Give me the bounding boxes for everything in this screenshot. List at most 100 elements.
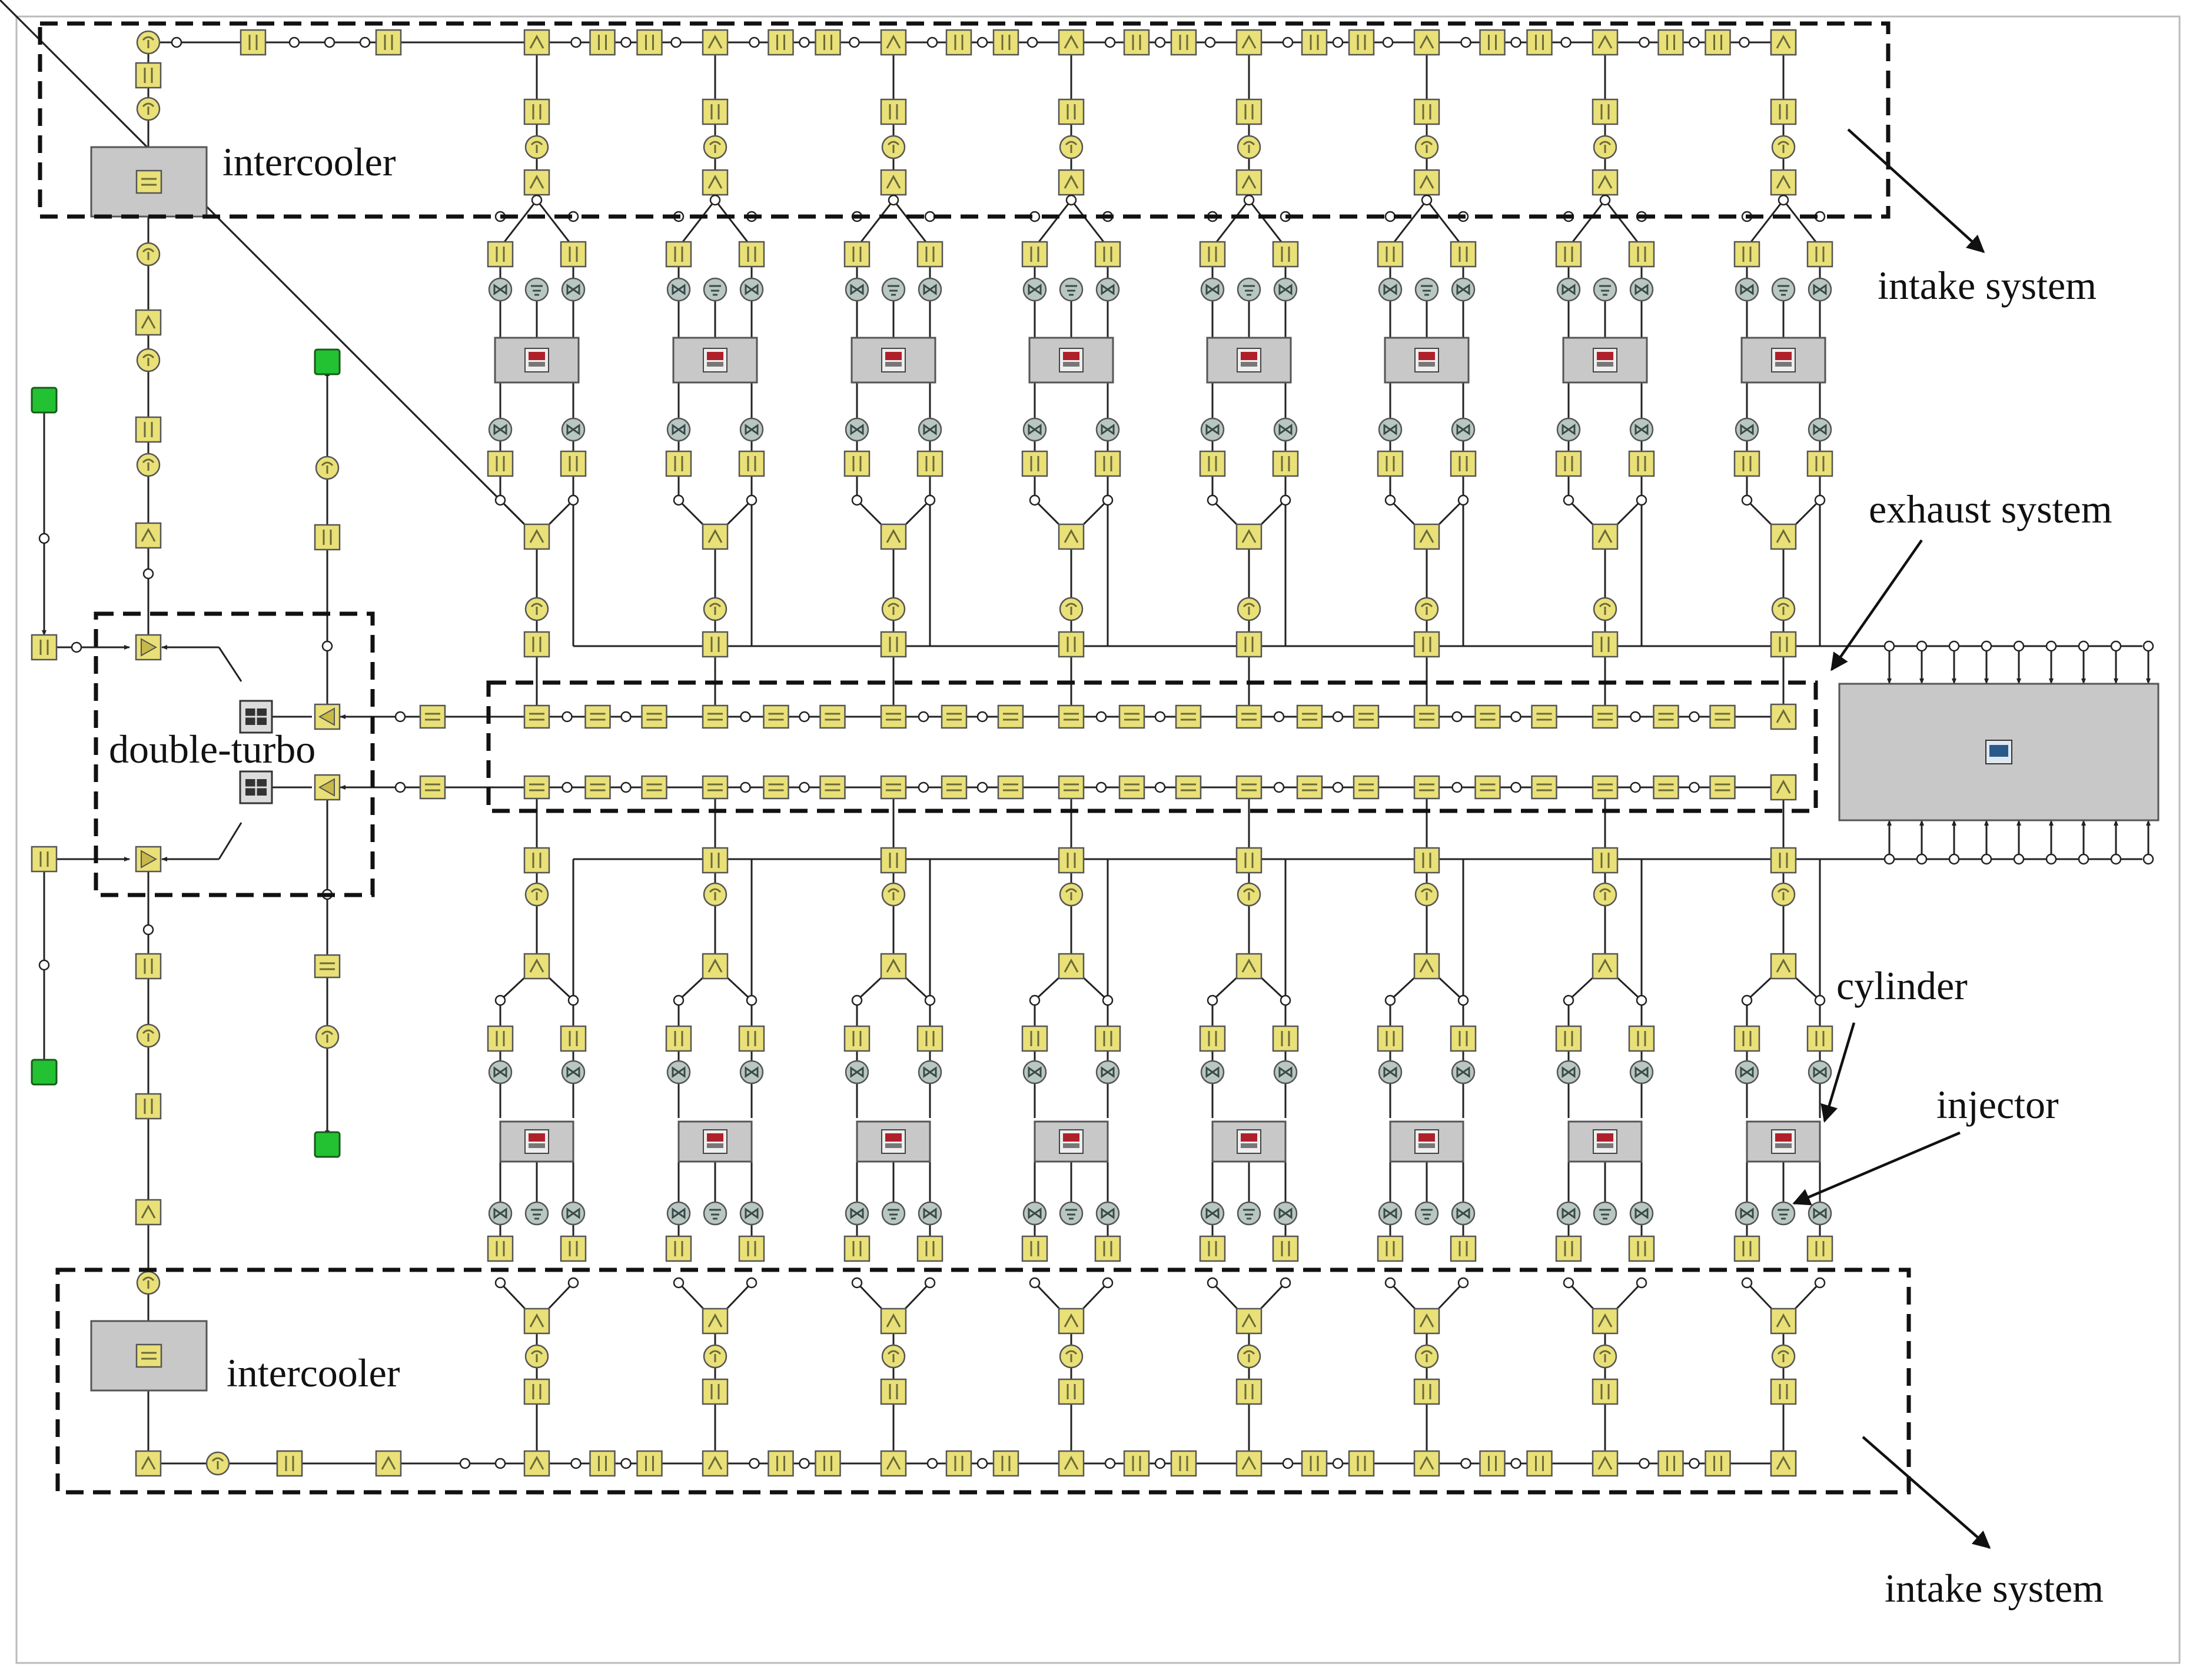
pipe-component[interactable] bbox=[314, 524, 341, 551]
pipe-component[interactable] bbox=[1413, 847, 1440, 874]
pipe-component[interactable] bbox=[1353, 775, 1380, 800]
pipe-component[interactable] bbox=[768, 1450, 794, 1477]
valve-component[interactable] bbox=[1378, 277, 1403, 302]
exhaust-manifold-segment[interactable] bbox=[880, 775, 907, 800]
injector-icon[interactable] bbox=[881, 1201, 906, 1226]
injector-icon[interactable] bbox=[1237, 1201, 1261, 1226]
orifice-component[interactable] bbox=[1059, 597, 1084, 621]
pipe-component[interactable] bbox=[1296, 775, 1323, 800]
pipe-component[interactable] bbox=[1628, 241, 1655, 268]
pipe-component[interactable] bbox=[1058, 1378, 1085, 1405]
pipe-component[interactable] bbox=[843, 1235, 871, 1262]
valve-component[interactable] bbox=[666, 417, 691, 442]
pipe-component[interactable] bbox=[1474, 704, 1501, 729]
valve-component[interactable] bbox=[1378, 1201, 1403, 1226]
valve-component[interactable] bbox=[1808, 417, 1832, 442]
cylinder-component[interactable] bbox=[1034, 1120, 1109, 1163]
pipe-component[interactable] bbox=[763, 775, 789, 800]
valve-component[interactable] bbox=[1095, 1060, 1120, 1084]
pipe-component[interactable] bbox=[1479, 1450, 1506, 1477]
pipe-component[interactable] bbox=[1770, 1378, 1797, 1405]
orifice-component[interactable] bbox=[524, 1344, 549, 1369]
valve-component[interactable] bbox=[1629, 277, 1654, 302]
orifice-component[interactable] bbox=[1771, 135, 1796, 159]
turbine-component[interactable] bbox=[135, 846, 162, 873]
pipe-component[interactable] bbox=[1526, 1450, 1553, 1477]
pipe-component[interactable] bbox=[1301, 29, 1328, 56]
pipe-component[interactable] bbox=[1653, 775, 1679, 800]
pipe-component[interactable] bbox=[1555, 1235, 1582, 1262]
exhaust-junction[interactable] bbox=[1413, 953, 1440, 980]
exhaust-manifold-segment[interactable] bbox=[523, 775, 550, 800]
exhaust-junction[interactable] bbox=[1770, 953, 1797, 980]
pipe-component[interactable] bbox=[1021, 241, 1048, 268]
turbine-component[interactable] bbox=[135, 634, 162, 661]
pipe-component[interactable] bbox=[815, 29, 841, 56]
flowsplit-component[interactable] bbox=[1592, 169, 1619, 196]
intake-runner-split[interactable] bbox=[1058, 1308, 1085, 1335]
flowsplit-component[interactable] bbox=[1235, 169, 1263, 196]
pipe-component[interactable] bbox=[523, 98, 550, 125]
valve-component[interactable] bbox=[918, 1060, 942, 1084]
pipe-component[interactable] bbox=[523, 847, 550, 874]
pipe-component[interactable] bbox=[31, 846, 58, 873]
pipe-component[interactable] bbox=[768, 29, 794, 56]
valve-component[interactable] bbox=[918, 277, 942, 302]
orifice-component[interactable] bbox=[1414, 135, 1439, 159]
pipe-component[interactable] bbox=[1657, 29, 1684, 56]
cylinder-component[interactable] bbox=[494, 337, 580, 384]
pipe-component[interactable] bbox=[1118, 704, 1145, 729]
exhaust-junction[interactable] bbox=[1592, 953, 1619, 980]
injector-icon[interactable] bbox=[1771, 1201, 1796, 1226]
exhaust-junction[interactable] bbox=[523, 523, 550, 550]
valve-component[interactable] bbox=[1451, 1201, 1476, 1226]
pipe-component[interactable] bbox=[589, 1450, 616, 1477]
cylinder-component[interactable] bbox=[1384, 337, 1470, 384]
intake-plenum-split[interactable] bbox=[1058, 29, 1085, 56]
pipe-component[interactable] bbox=[1235, 847, 1263, 874]
valve-component[interactable] bbox=[1629, 1201, 1654, 1226]
exhaust-manifold-segment[interactable] bbox=[702, 775, 729, 800]
cylinder-component[interactable] bbox=[1567, 1120, 1643, 1163]
pipe-component[interactable] bbox=[1021, 1235, 1048, 1262]
intercooler-core-icon[interactable] bbox=[135, 1343, 162, 1368]
pipe-component[interactable] bbox=[1531, 704, 1557, 729]
pipe-component[interactable] bbox=[1348, 1450, 1375, 1477]
orifice-component[interactable] bbox=[1593, 1344, 1617, 1369]
orifice-component[interactable] bbox=[1414, 1344, 1439, 1369]
pipe-component[interactable] bbox=[1526, 29, 1553, 56]
pipe-component[interactable] bbox=[992, 1450, 1019, 1477]
pipe-component[interactable] bbox=[636, 29, 663, 56]
orifice-component[interactable] bbox=[1771, 597, 1796, 621]
pipe-component[interactable] bbox=[589, 29, 616, 56]
turbo-shaft-component[interactable] bbox=[239, 770, 273, 804]
pipe-component[interactable] bbox=[665, 450, 692, 477]
pipe-component[interactable] bbox=[1353, 704, 1380, 729]
intake-plenum-split[interactable] bbox=[1592, 29, 1619, 56]
pipe-component[interactable] bbox=[702, 98, 729, 125]
valve-component[interactable] bbox=[1022, 417, 1047, 442]
intake-plenum-split[interactable] bbox=[523, 29, 550, 56]
pipe-component[interactable] bbox=[665, 1235, 692, 1262]
exhaust-junction[interactable] bbox=[880, 523, 907, 550]
exhaust-junction[interactable] bbox=[1058, 953, 1085, 980]
pipe-component[interactable] bbox=[1175, 704, 1202, 729]
injector-icon[interactable] bbox=[881, 277, 906, 302]
exhaust-junction[interactable] bbox=[1058, 523, 1085, 550]
orifice-component[interactable] bbox=[703, 882, 727, 907]
flowsplit-component[interactable] bbox=[1413, 169, 1440, 196]
pipe-component[interactable] bbox=[702, 1378, 729, 1405]
pipe-component[interactable] bbox=[738, 1025, 765, 1052]
intake-plenum-split[interactable] bbox=[1058, 1450, 1085, 1477]
intake-plenum-split[interactable] bbox=[880, 1450, 907, 1477]
pipe-component[interactable] bbox=[738, 450, 765, 477]
pipe-component[interactable] bbox=[1235, 1378, 1263, 1405]
intake-end-cap[interactable] bbox=[1770, 1450, 1797, 1477]
pipe-component[interactable] bbox=[487, 1025, 514, 1052]
pipe-component[interactable] bbox=[1592, 1378, 1619, 1405]
flowsplit-component[interactable] bbox=[1058, 169, 1085, 196]
pipe-component[interactable] bbox=[1175, 775, 1202, 800]
pipe-component[interactable] bbox=[1555, 450, 1582, 477]
orifice-component[interactable] bbox=[524, 135, 549, 159]
valve-component[interactable] bbox=[488, 1060, 513, 1084]
